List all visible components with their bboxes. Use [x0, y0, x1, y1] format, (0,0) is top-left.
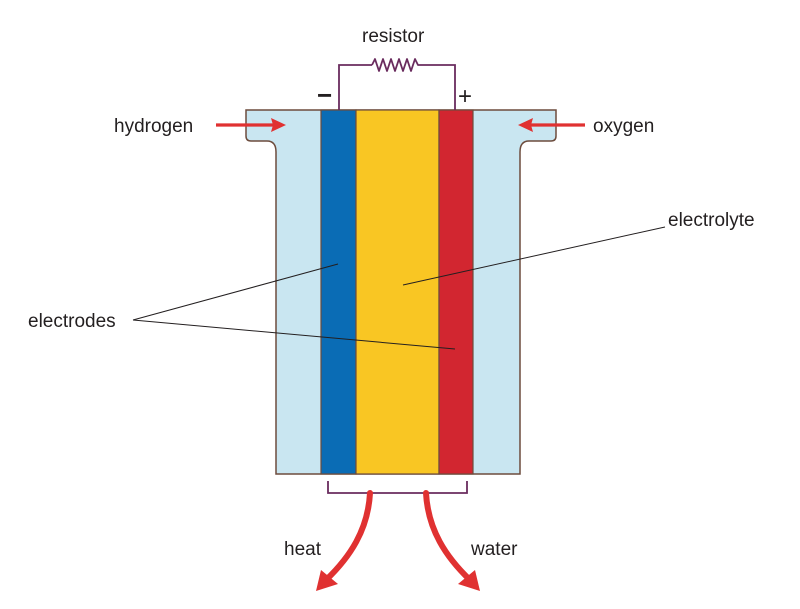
- cathode-electrode: [438, 109, 474, 475]
- resistor-symbol: [371, 58, 420, 72]
- electrolyte-leader: [402, 226, 666, 286]
- electrodes-leader-cathode: [132, 319, 456, 350]
- water-label: water: [470, 539, 518, 560]
- outlet-bracket: [327, 481, 468, 494]
- oxygen-label: oxygen: [593, 116, 654, 137]
- negative-terminal-label: −: [317, 80, 332, 110]
- electrolyte-layer: [355, 109, 440, 475]
- heat-label: heat: [284, 539, 322, 560]
- water-outlet-arrow: [423, 490, 480, 591]
- positive-terminal-label: +: [458, 83, 472, 110]
- heat-outlet-arrow: [316, 490, 373, 591]
- anode-electrode: [320, 109, 357, 475]
- resistor-label: resistor: [362, 26, 425, 47]
- electrolyte-label: electrolyte: [668, 210, 755, 231]
- hydrogen-inlet-arrow: [216, 118, 286, 132]
- electrodes-leader-anode: [132, 263, 339, 321]
- circuit-wire: [338, 64, 456, 110]
- oxygen-inlet-arrow: [518, 118, 585, 132]
- electrodes-label: electrodes: [28, 311, 116, 332]
- hydrogen-label: hydrogen: [114, 116, 193, 137]
